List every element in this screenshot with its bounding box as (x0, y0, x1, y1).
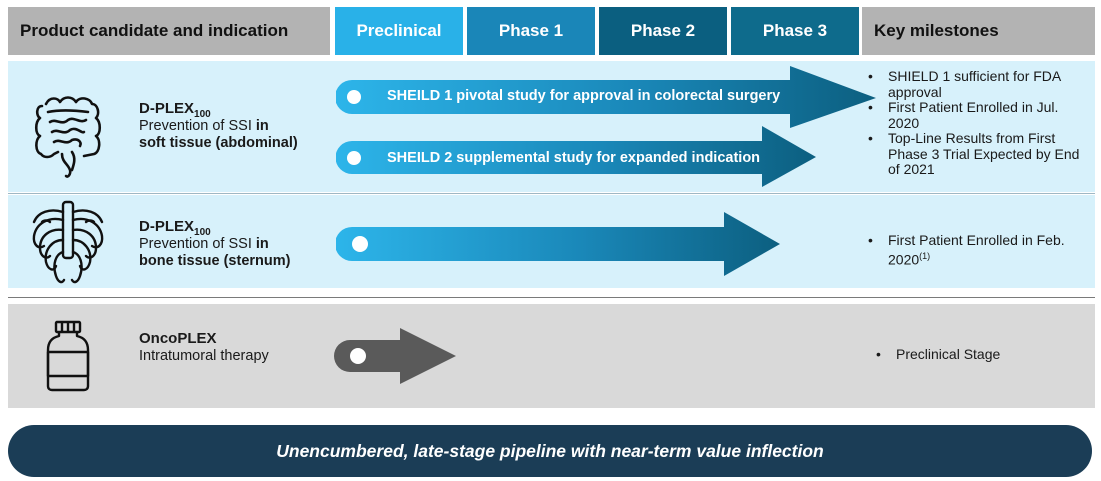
row-divider (8, 297, 1095, 298)
product-indication-tissue: bone tissue (sternum) (139, 253, 291, 269)
product-indication-bold: in (255, 236, 269, 252)
header-phase-1: Phase 1 (467, 7, 595, 55)
milestones-bone-tissue: First Patient Enrolled in Feb. 2020(1) (866, 232, 1091, 268)
progress-arrow-sheild-2 (336, 126, 816, 187)
product-d-plex-bone: D-PLEX100 Prevention of SSI in bone tiss… (139, 218, 290, 270)
product-name-subscript: 100 (194, 109, 211, 120)
product-indication-text: Prevention of SSI (139, 236, 256, 252)
progress-arrow-oncoplex (334, 328, 456, 384)
header-milestones-column: Key milestones (862, 7, 1095, 55)
milestones-oncoplex: Preclinical Stage (874, 346, 1099, 363)
product-name: D-PLEX (139, 218, 195, 235)
footnote-marker: (1) (919, 250, 931, 261)
medicine-bottle-icon (46, 320, 90, 392)
product-indication-tissue: soft tissue (abdominal) (139, 135, 298, 151)
phase-label: Phase 3 (762, 21, 828, 40)
header-product-column: Product candidate and indication (8, 7, 330, 55)
phase-label: Preclinical (356, 21, 442, 40)
ribcage-icon (32, 200, 104, 284)
milestone-item: Top-Line Results from First Phase 3 Tria… (866, 130, 1091, 178)
header-phase-3: Phase 3 (731, 7, 859, 55)
phase-label: Phase 1 (498, 21, 564, 40)
product-indication-bold: in (255, 118, 269, 134)
intestine-icon (34, 96, 102, 178)
progress-arrow-bone (336, 212, 780, 276)
header-phase-preclinical: Preclinical (335, 7, 463, 55)
footer-banner: Unencumbered, late-stage pipeline with n… (8, 425, 1092, 477)
header-phase-2: Phase 2 (599, 7, 727, 55)
footer-text: Unencumbered, late-stage pipeline with n… (276, 440, 824, 461)
arrow-label-sheild-2: SHEILD 2 supplemental study for expanded… (387, 150, 761, 166)
progress-arrow-sheild-1 (336, 66, 876, 128)
product-indication-text: Prevention of SSI (139, 118, 256, 134)
product-indication-text: Intratumoral therapy (139, 348, 269, 364)
arrow-label-sheild-1: SHEILD 1 pivotal study for approval in c… (387, 88, 781, 104)
phase-label: Phase 2 (630, 21, 696, 40)
milestone-item: Preclinical Stage (874, 346, 1099, 363)
milestones-soft-tissue: SHIELD 1 sufficient for FDA approval Fir… (866, 68, 1091, 178)
product-name: OncoPLEX (139, 330, 217, 347)
product-d-plex-soft: D-PLEX100 Prevention of SSI in soft tiss… (139, 100, 298, 152)
header-product-label: Product candidate and indication (20, 21, 289, 40)
milestone-item: First Patient Enrolled in Feb. 2020(1) (866, 232, 1091, 268)
product-name: D-PLEX (139, 100, 195, 117)
milestone-item: SHIELD 1 sufficient for FDA approval (866, 68, 1091, 100)
row-divider (8, 193, 1095, 194)
milestone-text: First Patient Enrolled in Feb. 2020 (888, 232, 1065, 268)
milestone-item: First Patient Enrolled in Jul. 2020 (866, 99, 1091, 131)
header-milestones-label: Key milestones (874, 21, 999, 40)
product-oncoplex: OncoPLEX Intratumoral therapy (139, 330, 269, 365)
product-name-subscript: 100 (194, 227, 211, 238)
